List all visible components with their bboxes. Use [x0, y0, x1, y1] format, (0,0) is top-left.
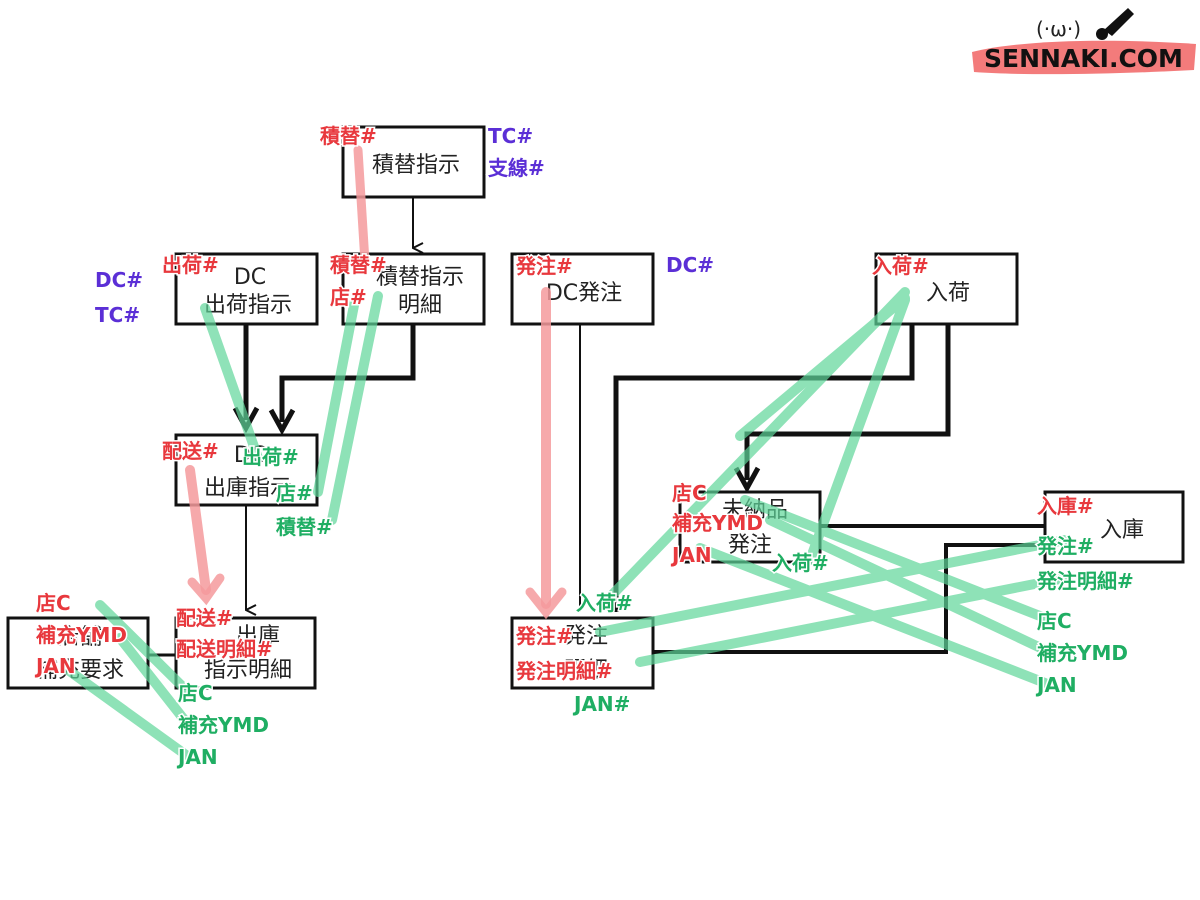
- label-purple: TC#: [488, 124, 533, 148]
- label-red: 入荷#: [872, 254, 929, 278]
- highlight-band-green: [313, 295, 360, 497]
- highlight-band-green: [735, 293, 910, 441]
- label-red: 積替#: [320, 124, 377, 148]
- highlight-band-green: [63, 665, 191, 760]
- label-red: 発注明細#: [515, 659, 613, 683]
- label-green: 店#: [276, 481, 313, 505]
- box-labels: 積替指示 積替指示 明細 DC 出荷指示 DC 出庫指示 出庫 指示明細 店舗 …: [36, 153, 1144, 683]
- connector-line: [613, 325, 915, 612]
- label-red: 積替#: [330, 253, 387, 277]
- box-text: 出庫指示: [204, 476, 292, 501]
- label-red: 店C: [36, 591, 71, 615]
- label-green: JAN#: [572, 692, 630, 716]
- highlight-band-green: [95, 600, 191, 695]
- label-red: 店C: [672, 481, 707, 505]
- attribute-labels: 積替# TC# 支線# 出荷# DC# TC# 積替# 店# 配送# 出荷# 店…: [33, 123, 1136, 771]
- connectors: [148, 198, 1045, 657]
- box-text: 発注: [728, 533, 772, 558]
- label-red: 発注#: [515, 624, 573, 648]
- label-purple: DC#: [666, 253, 714, 277]
- highlight-band-green: [200, 303, 263, 463]
- highlight-band-green: [115, 633, 191, 727]
- box-text: 明細: [564, 658, 608, 683]
- highlight-band-green: [635, 573, 1070, 667]
- connector-arrowhead: [268, 408, 296, 436]
- highlight-arrowhead-red: [525, 587, 567, 620]
- label-red: 補充YMD: [35, 623, 127, 647]
- box-shukko-shiji[interactable]: [174, 433, 319, 507]
- box-dc-hacchu[interactable]: [510, 252, 655, 326]
- box-text: 店舗: [58, 625, 102, 650]
- highlight-arrowhead-red: [187, 573, 225, 606]
- label-green: 発注#: [1036, 534, 1094, 558]
- label-purple: 支線#: [488, 156, 545, 180]
- box-text: DC発注: [546, 281, 622, 306]
- label-red: 配送#: [176, 606, 233, 630]
- box-text: 明細: [398, 293, 442, 318]
- label-red: 補充YMD: [671, 511, 763, 535]
- box-text: 積替指示: [372, 153, 460, 178]
- label-purple: DC#: [95, 268, 143, 292]
- highlight-band-green: [805, 295, 910, 565]
- box-text: 入庫: [1100, 518, 1144, 543]
- connector-line: [279, 325, 416, 422]
- site-logo[interactable]: SENNAKI.COM (·ω·): [972, 8, 1196, 75]
- label-purple: TC#: [95, 303, 140, 327]
- connector-arrowhead: [733, 466, 761, 494]
- label-green: 店C: [178, 681, 213, 705]
- label-red: 配送明細#: [176, 637, 273, 661]
- label-red: 店#: [330, 285, 367, 309]
- label-green: JAN: [176, 745, 218, 769]
- label-red: 配送#: [162, 439, 219, 463]
- logo-face: (·ω·): [1036, 17, 1081, 41]
- label-red: 出荷#: [162, 253, 219, 277]
- highlight-band-green: [695, 543, 1050, 688]
- box-text: 積替指示: [376, 265, 464, 290]
- logo-text: SENNAKI.COM: [984, 44, 1183, 73]
- label-red: JAN: [670, 543, 712, 567]
- label-green: JAN: [1035, 673, 1077, 697]
- label-green: 店C: [1037, 609, 1072, 633]
- label-green: 入荷#: [576, 591, 633, 615]
- highlight-band-green: [595, 535, 1070, 637]
- relation-highlights: [63, 145, 1070, 760]
- box-dc-shukka-shiji[interactable]: [174, 252, 319, 326]
- box-nyuko[interactable]: [1043, 490, 1185, 564]
- highlight-band-red: [185, 465, 211, 595]
- box-text: DC: [234, 265, 266, 290]
- label-green: 出荷#: [242, 445, 299, 469]
- box-tsumikae-meisai[interactable]: [341, 252, 486, 326]
- brush-icon: [1096, 8, 1134, 40]
- box-text: 指示明細: [204, 658, 292, 683]
- box-shukko-meisai[interactable]: [174, 616, 317, 690]
- label-green: 補充YMD: [177, 713, 269, 737]
- label-green: 補充YMD: [1036, 641, 1128, 665]
- box-text: 入荷: [926, 281, 970, 306]
- logo-brush-stroke: [972, 40, 1196, 75]
- label-green: 入荷#: [772, 551, 829, 575]
- label-red: 発注#: [515, 254, 573, 278]
- label-green: 発注明細#: [1036, 569, 1134, 593]
- label-green: 積替#: [276, 515, 333, 539]
- label-red: 入庫#: [1037, 494, 1094, 518]
- highlight-band-green: [740, 495, 1050, 623]
- box-tsumikae-shiji[interactable]: [341, 125, 486, 199]
- box-text: 出庫: [236, 624, 280, 649]
- highlight-band-green: [765, 515, 1050, 655]
- highlight-band-green: [327, 291, 383, 525]
- highlight-band-red: [353, 145, 370, 267]
- label-red: JAN: [34, 654, 76, 678]
- box-text: 出荷指示: [204, 293, 292, 318]
